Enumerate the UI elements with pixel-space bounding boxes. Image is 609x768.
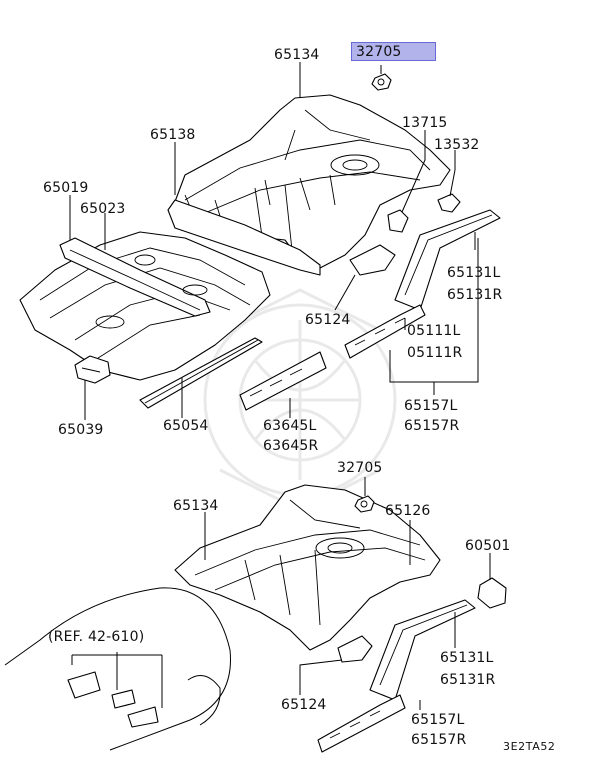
diagram-code: 3E2TA52	[503, 740, 556, 753]
bracket-65124-bottom	[337, 635, 373, 663]
nut-32705-top	[371, 73, 392, 91]
rear-floor-pan-upper	[167, 94, 451, 276]
bracket-65039	[74, 355, 111, 384]
reinforcement-63645	[239, 351, 327, 411]
label-65054[interactable]: 65054	[163, 418, 209, 434]
label-65131R-top[interactable]: 65131R	[447, 287, 503, 303]
label-05111L[interactable]: 05111L	[407, 323, 461, 339]
rear-floor-pan-lower	[174, 484, 441, 651]
label-65126[interactable]: 65126	[385, 503, 431, 519]
label-05111R[interactable]: 05111R	[407, 345, 463, 361]
member-65157-lower	[317, 694, 406, 753]
label-32705-bottom[interactable]: 32705	[337, 460, 383, 476]
label-65131L-top[interactable]: 65131L	[447, 265, 501, 281]
label-65039[interactable]: 65039	[58, 422, 104, 438]
front-floor-pan	[19, 231, 271, 381]
bracket-13715	[387, 209, 409, 233]
label-32705-top-highlighted[interactable]: 32705	[351, 42, 436, 61]
leader-lines	[69, 62, 491, 710]
label-65157R-bottom[interactable]: 65157R	[411, 732, 467, 748]
label-65134-top[interactable]: 65134	[274, 47, 320, 63]
bracket-13532	[437, 193, 461, 213]
label-65131L-bottom[interactable]: 65131L	[440, 650, 494, 666]
nut-32705-bottom	[354, 495, 375, 513]
label-63645L[interactable]: 63645L	[263, 418, 317, 434]
label-65124-top[interactable]: 65124	[305, 312, 351, 328]
label-65138[interactable]: 65138	[150, 127, 196, 143]
label-65157L-bottom[interactable]: 65157L	[411, 712, 465, 728]
label-60501[interactable]: 60501	[465, 538, 511, 554]
label-65134-bottom[interactable]: 65134	[173, 498, 219, 514]
label-65157L-top[interactable]: 65157L	[404, 398, 458, 414]
label-65124-bottom[interactable]: 65124	[281, 697, 327, 713]
label-65157R-top[interactable]: 65157R	[404, 418, 460, 434]
label-65019[interactable]: 65019	[43, 180, 89, 196]
vehicle-reference-outline	[4, 587, 231, 751]
label-63645R[interactable]: 63645R	[263, 438, 319, 454]
label-65023[interactable]: 65023	[80, 201, 126, 217]
bracket-65124-top	[349, 244, 396, 276]
label-65131R-bottom[interactable]: 65131R	[440, 672, 496, 688]
reference-note: (REF. 42-610)	[48, 629, 145, 645]
label-13532[interactable]: 13532	[434, 137, 480, 153]
side-sill-65054	[139, 337, 263, 409]
label-13715[interactable]: 13715	[402, 115, 448, 131]
bracket-60501	[477, 577, 507, 609]
